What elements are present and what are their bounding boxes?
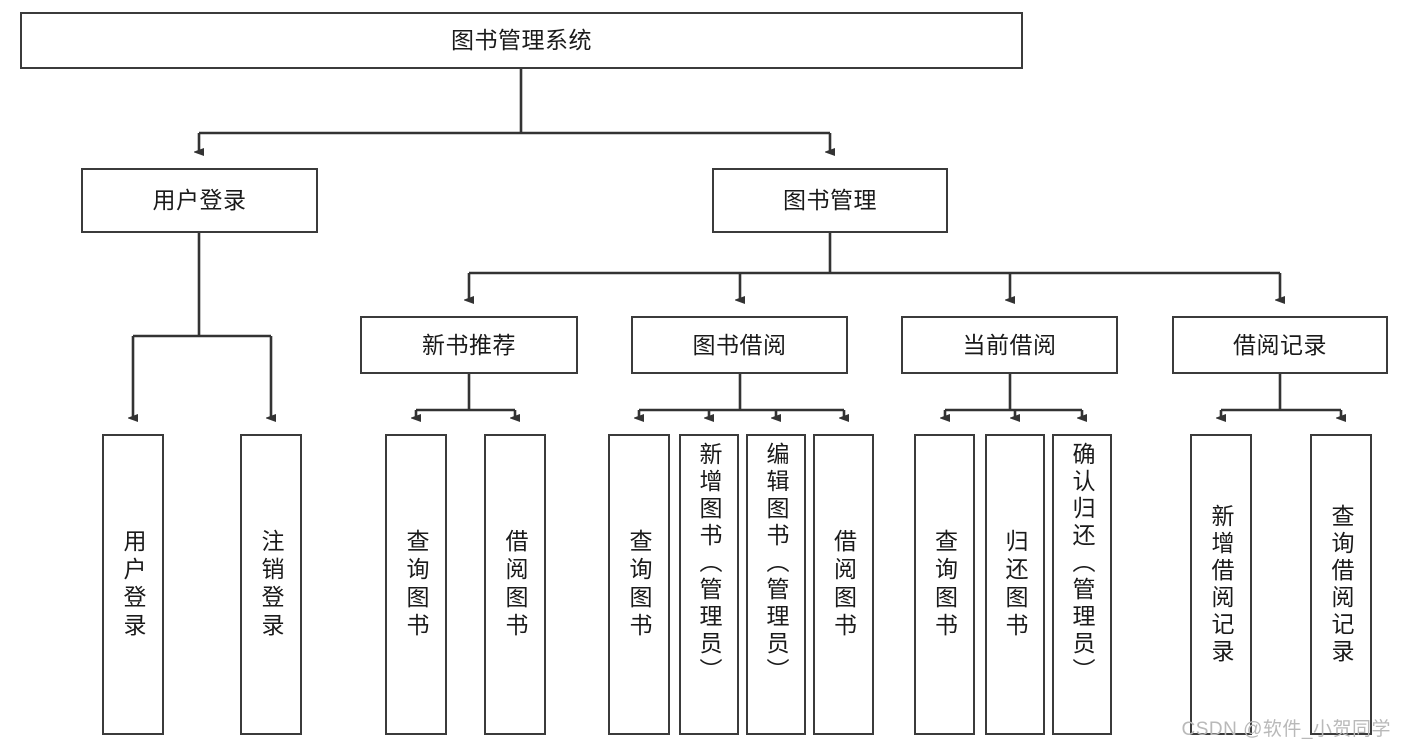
node-leaf-user-login[interactable]: 用户登录 bbox=[102, 434, 164, 735]
node-root[interactable]: 图书管理系统 bbox=[20, 12, 1023, 69]
node-new-book-recommend[interactable]: 新书推荐 bbox=[360, 316, 578, 374]
node-leaf-user-login-label: 用户登录 bbox=[120, 528, 147, 641]
node-leaf-borrow-book-1[interactable]: 借阅图书 bbox=[484, 434, 546, 735]
node-leaf-confirm-return-label: 确认归还（管理员） bbox=[1069, 442, 1096, 685]
node-book-borrow[interactable]: 图书借阅 bbox=[631, 316, 848, 374]
node-book-manage-label: 图书管理 bbox=[783, 187, 877, 213]
node-leaf-query-book-1-label: 查询图书 bbox=[403, 528, 430, 641]
node-leaf-borrow-book-2-label: 借阅图书 bbox=[830, 528, 857, 641]
node-leaf-edit-book[interactable]: 编辑图书（管理员） bbox=[746, 434, 806, 735]
node-leaf-borrow-book-2[interactable]: 借阅图书 bbox=[813, 434, 874, 735]
node-user-login-label: 用户登录 bbox=[152, 187, 247, 213]
node-leaf-edit-book-label: 编辑图书（管理员） bbox=[763, 442, 790, 685]
node-leaf-query-book-1[interactable]: 查询图书 bbox=[385, 434, 447, 735]
node-borrow-record[interactable]: 借阅记录 bbox=[1172, 316, 1388, 374]
csdn-watermark: CSDN @软件_小贺同学 bbox=[1181, 719, 1391, 740]
node-borrow-record-label: 借阅记录 bbox=[1233, 331, 1327, 358]
node-leaf-add-book-label: 新增图书（管理员） bbox=[696, 442, 723, 685]
node-root-label: 图书管理系统 bbox=[451, 27, 592, 53]
node-leaf-add-borrow-record[interactable]: 新增借阅记录 bbox=[1190, 434, 1252, 735]
node-book-borrow-label: 图书借阅 bbox=[692, 331, 787, 358]
node-leaf-query-borrow-record-label: 查询借阅记录 bbox=[1328, 503, 1355, 666]
node-leaf-logout[interactable]: 注销登录 bbox=[240, 434, 302, 735]
node-leaf-query-book-2-label: 查询图书 bbox=[626, 528, 653, 641]
node-leaf-query-book-2[interactable]: 查询图书 bbox=[608, 434, 670, 735]
node-new-book-recommend-label: 新书推荐 bbox=[422, 331, 516, 358]
node-leaf-query-borrow-record[interactable]: 查询借阅记录 bbox=[1310, 434, 1372, 735]
node-leaf-query-book-3[interactable]: 查询图书 bbox=[914, 434, 975, 735]
node-leaf-return-book[interactable]: 归还图书 bbox=[985, 434, 1045, 735]
node-book-manage[interactable]: 图书管理 bbox=[712, 168, 948, 233]
node-leaf-return-book-label: 归还图书 bbox=[1002, 528, 1029, 641]
node-leaf-add-borrow-record-label: 新增借阅记录 bbox=[1208, 503, 1235, 666]
node-leaf-confirm-return[interactable]: 确认归还（管理员） bbox=[1052, 434, 1112, 735]
node-leaf-query-book-3-label: 查询图书 bbox=[931, 528, 958, 641]
node-current-borrow[interactable]: 当前借阅 bbox=[901, 316, 1118, 374]
node-user-login[interactable]: 用户登录 bbox=[81, 168, 318, 233]
node-leaf-add-book[interactable]: 新增图书（管理员） bbox=[679, 434, 739, 735]
node-current-borrow-label: 当前借阅 bbox=[962, 331, 1057, 358]
node-leaf-borrow-book-1-label: 借阅图书 bbox=[502, 528, 529, 641]
node-leaf-logout-label: 注销登录 bbox=[258, 528, 285, 641]
